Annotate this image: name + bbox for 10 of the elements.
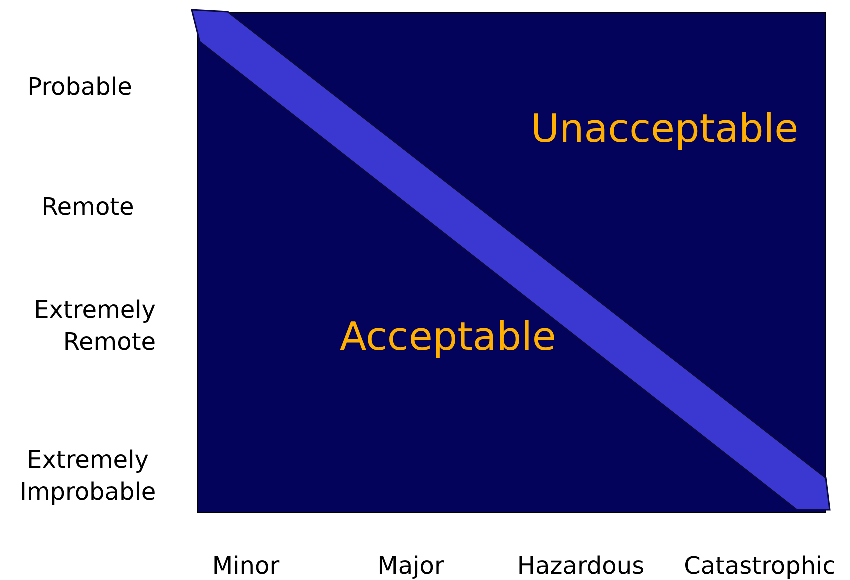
likelihood-label: Extremely Remote [33,295,156,358]
likelihood-label: Remote [42,192,134,223]
severity-label: Minor [212,551,280,580]
likelihood-label: Probable [28,72,132,103]
severity-label: Hazardous [517,551,645,580]
zone-label: Acceptable [340,315,556,361]
severity-label: Catastrophic [684,551,836,580]
likelihood-label: Extremely Improbable [18,445,158,508]
severity-label: Major [378,551,444,580]
zone-label: Unacceptable [531,107,799,153]
